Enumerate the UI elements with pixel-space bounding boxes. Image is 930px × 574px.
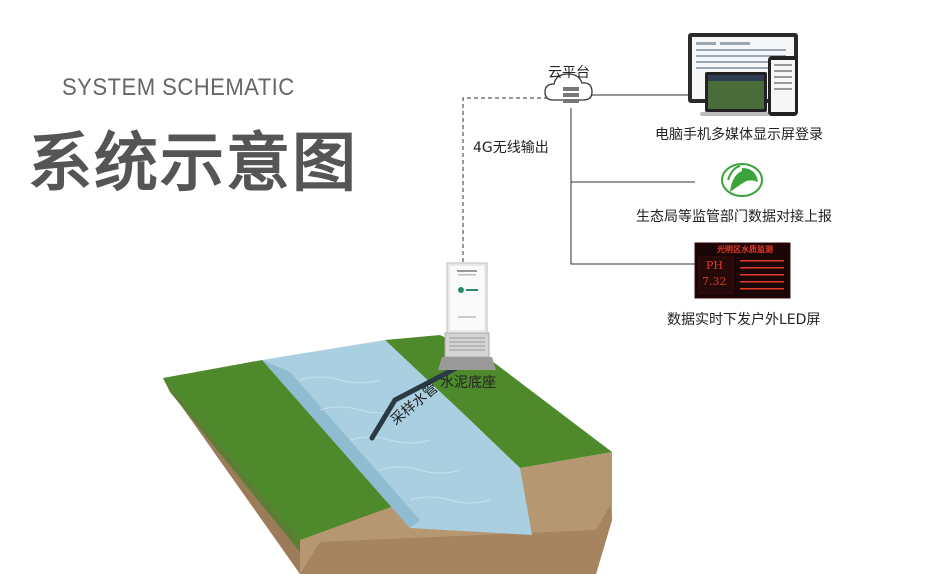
base-label: 水泥底座 — [440, 375, 496, 391]
led-heading: 光明区水质监测 — [717, 245, 773, 254]
eco-logo-icon — [721, 163, 763, 197]
cloud-server-icon — [544, 73, 593, 103]
monitoring-cabinet — [438, 262, 496, 370]
cloud-label: 云平台 — [548, 65, 590, 81]
grass-left — [163, 360, 410, 540]
led-link — [570, 108, 695, 265]
multimedia-devices — [688, 33, 798, 116]
river-terrain — [163, 335, 612, 574]
river-water — [262, 340, 532, 535]
led-label: 数据实时下发户外LED屏 — [667, 312, 821, 328]
led-value: 7.32 — [702, 275, 727, 288]
page-title: 系统示意图 — [28, 127, 358, 201]
report-label: 生态局等监管部门数据对接上报 — [636, 209, 832, 225]
transmission-label: 4G无线输出 — [473, 140, 549, 156]
terminals-label: 电脑手机多媒体显示屏登录 — [655, 127, 823, 143]
sampling-pipe — [369, 362, 465, 441]
cement-base — [438, 357, 496, 370]
connection-lines — [462, 94, 695, 265]
led-display — [694, 242, 791, 299]
subtitle: SYSTEM SCHEMATIC — [62, 74, 295, 101]
led-param: PH — [706, 259, 723, 272]
4g-dashed-link — [462, 97, 553, 262]
